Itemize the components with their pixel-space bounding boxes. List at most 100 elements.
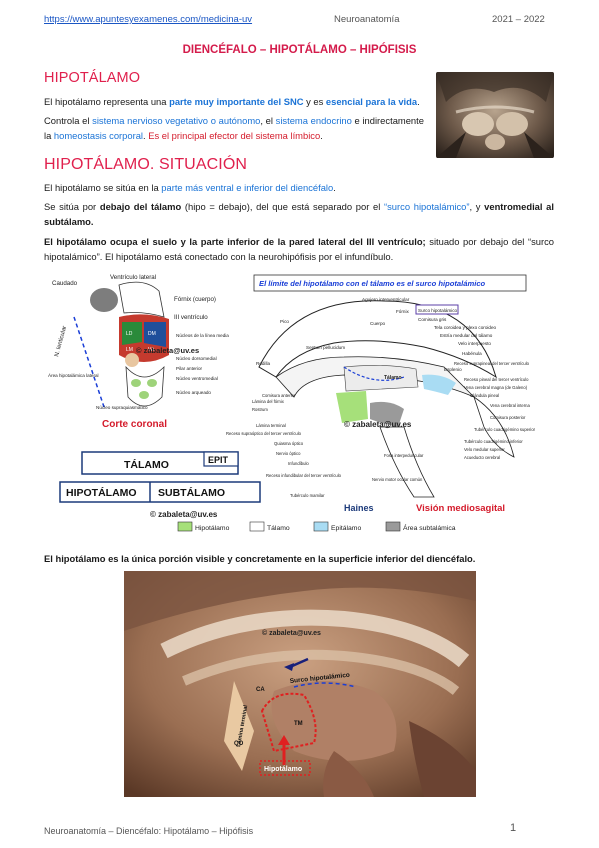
label-comisura-anterior: Comisura anterior [262, 393, 296, 398]
paragraph-importance: El hipotálamo representa una parte muy i… [44, 94, 424, 109]
label-va: VA [148, 347, 155, 353]
label-caudado: Caudado [52, 280, 78, 287]
table-talamo: TÁLAMO [124, 458, 169, 471]
coronal-watermark: © zabaleta@uv.es [136, 346, 199, 355]
text-run: El hipotálamo se sitúa en la [44, 182, 162, 193]
label-infundibulo: Infundíbulo [288, 461, 309, 466]
table-subtalamo: SUBTÁLAMO [158, 486, 225, 499]
header-year: 2021 – 2022 [492, 14, 545, 25]
label-rodilla: Rodilla [256, 361, 270, 366]
text-run: El hipotálamo representa una [44, 96, 170, 107]
label-iii-ventriculo: III ventrículo [174, 314, 208, 321]
paragraph-situacion-2: Se sitúa por debajo del tálamo (hipo = d… [44, 199, 554, 229]
label-receso-infundibular: Receso infundibular del tercer ventrícul… [266, 473, 342, 478]
hypothalamus-photo [436, 72, 554, 158]
regions-table: TÁLAMO EPIT HIPOTÁLAMO SUBTÁLAMO © zabal… [59, 451, 261, 519]
label-comisura-gris: Comisura gris [418, 317, 447, 322]
label-rostrum: Rostrum [252, 407, 268, 412]
brain-sagittal-photo: © zabaleta@uv.es Surco hipotalámico CA L… [124, 571, 476, 797]
label-area-hipotalamica-lateral: Área hipotalámica lateral [48, 372, 99, 378]
photo-label-qo: QO [234, 741, 244, 747]
legend-subtalamica: Área subtalámica [403, 523, 456, 532]
text-run: y es [303, 96, 326, 107]
text-run: e indirectamente la [44, 115, 424, 141]
label-ld: LD [126, 331, 133, 337]
label-nervio-optico: Nervio óptico [276, 451, 301, 456]
label-nervio-motor-ocular: Nervio motor ocular común [372, 477, 423, 482]
diagram-banner: El límite del hipotálamo con el tálamo e… [259, 279, 486, 288]
label-fornix: Fórnix [396, 309, 409, 314]
highlight-text: debajo del tálamo [99, 201, 182, 212]
highlight-text: ventromedial al subtálamo. [44, 201, 554, 227]
page-number: 1 [510, 822, 517, 834]
highlight-text: sistema endocrino [275, 115, 352, 126]
label-receso-suprapineal: Receso suprapineal del tercer ventrículo [454, 361, 530, 366]
label-glandula-pineal: Glándula pineal [470, 393, 499, 398]
highlight-text: parte muy importante del SNC [169, 96, 304, 107]
text-run: . [333, 182, 336, 193]
legend-talamo: Tálamo [267, 525, 290, 532]
text-run: Controla el [44, 115, 93, 126]
label-fosa-interpeduncular: Fosa interpeduncular [384, 453, 424, 458]
label-estria-medular: Estría medular del tálamo [440, 333, 493, 338]
text-run: , el [260, 115, 276, 126]
label-nucleos-linea-media: Núcleos de la línea media [176, 333, 229, 338]
label-tuberculo-inferior: Tubérculo cuadrigémino inferior [464, 439, 523, 444]
section-heading-situacion: HIPOTÁLAMO. SITUACIÓN [44, 156, 248, 173]
label-vl: VL [135, 302, 145, 309]
text-run: situado por debajo del “surco hipotalámi… [44, 236, 554, 262]
coronal-caption: Corte coronal [102, 419, 167, 430]
legend-hipotalamo: Hipotálamo [195, 525, 230, 532]
table-hipotalamo: HIPOTÁLAMO [66, 486, 137, 499]
label-receso-pineal: Receso pineal del tercer ventrículo [464, 377, 529, 382]
label-nucleo-arqueado: Núcleo arqueado [176, 390, 211, 395]
photo-label-hipotalamo: Hipotálamo [264, 766, 302, 773]
label-nucleo-supraquiasmatico: Núcleo supraquiasmático [96, 405, 148, 410]
text-run: (hipo = debajo), del que está separado p… [181, 201, 384, 212]
header-link[interactable]: https://www.apuntesyexamenes.com/medicin… [44, 14, 253, 25]
label-cuerpo: Cuerpo [370, 321, 386, 326]
diagram-legend: Hipotálamo Tálamo Epitálamo Área subtalá… [177, 521, 456, 532]
label-tela-coroidea: Tela coroidea y plexo coroideo [434, 325, 496, 330]
paragraph-situacion-3: El hipotálamo ocupa el suelo y la parte … [44, 234, 554, 264]
label-surco-hipotalamico: Surco hipotalámico [418, 308, 458, 313]
highlight-text: Es el principal efector del sistema límb… [148, 130, 321, 141]
highlight-text: “surco hipotalámico” [384, 201, 470, 212]
label-nucleo-ventromedial: Núcleo ventromedial [176, 376, 218, 381]
label-pico: Pico [280, 319, 289, 324]
label-tuberculo-mamilar: Tubérculo mamilar [290, 493, 325, 498]
highlight-text: esencial para la vida [325, 96, 418, 107]
photo-caption: El hipotálamo es la única porción visibl… [44, 553, 476, 564]
document-title: DIENCÉFALO – HIPOTÁLAMO – HIPÓFISIS [182, 44, 417, 56]
text-run: . [143, 130, 149, 141]
label-habenula: Habénula [462, 351, 482, 356]
photo-label-ca: CA [256, 687, 265, 693]
label-quiasma-optico: Quiasma óptico [274, 441, 304, 446]
label-vena-galeno: Vena cerebral magna (de Galeno) [464, 385, 528, 390]
label-velo-interpuesto: Velo interpuesto [458, 341, 491, 346]
label-lamina-terminal: Lámina terminal [256, 423, 286, 428]
label-n-lenticular: N. lenticular [54, 325, 68, 357]
label-nucleo-dorsomedial: Núcleo dorsomedial [176, 356, 217, 361]
section-heading-hipotalamo: HIPOTÁLAMO [44, 70, 141, 86]
label-ventriculo-lateral: Ventrículo lateral [110, 274, 156, 281]
paragraph-situacion-1: El hipotálamo se sitúa en la parte más v… [44, 180, 554, 195]
hypothalamus-diagram: VL LD LM DM VA Caudado Ventrículo latera… [44, 267, 555, 533]
label-dm: DM [148, 331, 156, 337]
label-velo-medular-superior: Velo medular superior [464, 447, 505, 452]
text-run: , y [469, 201, 485, 212]
footer-text: Neuroanatomía – Diencéfalo: Hipotálamo –… [44, 826, 254, 836]
label-septum: Septum pellucidum [306, 345, 345, 350]
highlight-text: parte más ventral e inferior del diencéf… [161, 182, 334, 193]
label-tuberculo-superior: Tubérculo cuadrigémino superior [474, 427, 536, 432]
text-run: . [417, 96, 420, 107]
table-watermark: © zabaleta@uv.es [150, 510, 218, 519]
label-talamo: Tálamo [384, 375, 402, 381]
label-comisura-posterior: Comisura posterior [490, 415, 526, 420]
sagittal-watermark: © zabaleta@uv.es [344, 420, 412, 429]
header-subject: Neuroanatomía [334, 14, 400, 25]
sagittal-caption: Visión mediosagital [416, 503, 505, 514]
legend-epitalamo: Epitálamo [331, 525, 361, 532]
photo-label-tm: TM [294, 721, 303, 727]
label-lm: LM [126, 347, 133, 353]
